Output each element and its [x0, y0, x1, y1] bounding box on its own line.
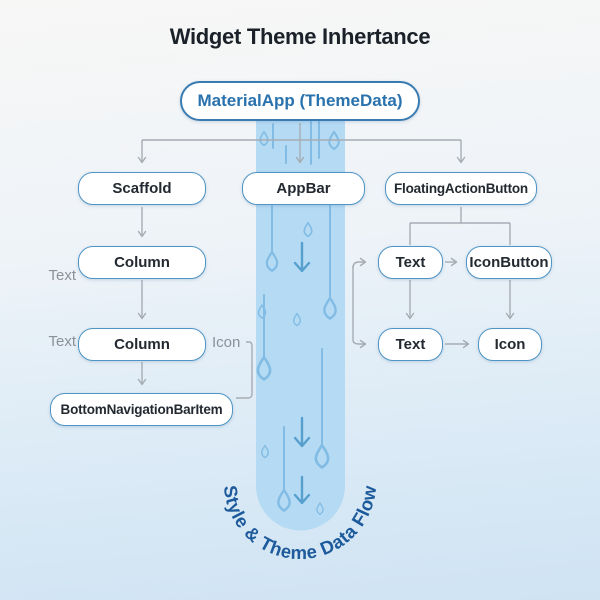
node-bottomnavigationbaritem: BottomNavigationBarItem [50, 393, 233, 426]
down-arrow-icon [293, 416, 311, 448]
down-arrow-icon [293, 241, 311, 273]
flow-down-arrow-icons [293, 241, 311, 505]
annotation-text-2: Text [48, 333, 76, 350]
node-appbar: AppBar [242, 172, 365, 205]
page-title: Widget Theme Inhertance [169, 24, 431, 49]
node-text-1: Text [378, 246, 443, 279]
node-icon: Icon [478, 328, 542, 361]
down-arrow-icon [293, 475, 311, 505]
node-iconbutton: IconButton [466, 246, 552, 279]
node-floatingactionbutton: FloatingActionButton [385, 172, 537, 205]
rain-streaks [263, 120, 331, 490]
node-text-2: Text [378, 328, 443, 361]
hierarchy-connectors [137, 123, 515, 399]
node-scaffold: Scaffold [78, 172, 206, 205]
node-column-1: Column [78, 246, 206, 279]
annotation-text-1: Text [48, 267, 76, 284]
node-materialapp: MaterialApp (ThemeData) [180, 81, 420, 121]
node-column-2: Column [78, 328, 206, 361]
annotation-icon: Icon [212, 334, 241, 351]
